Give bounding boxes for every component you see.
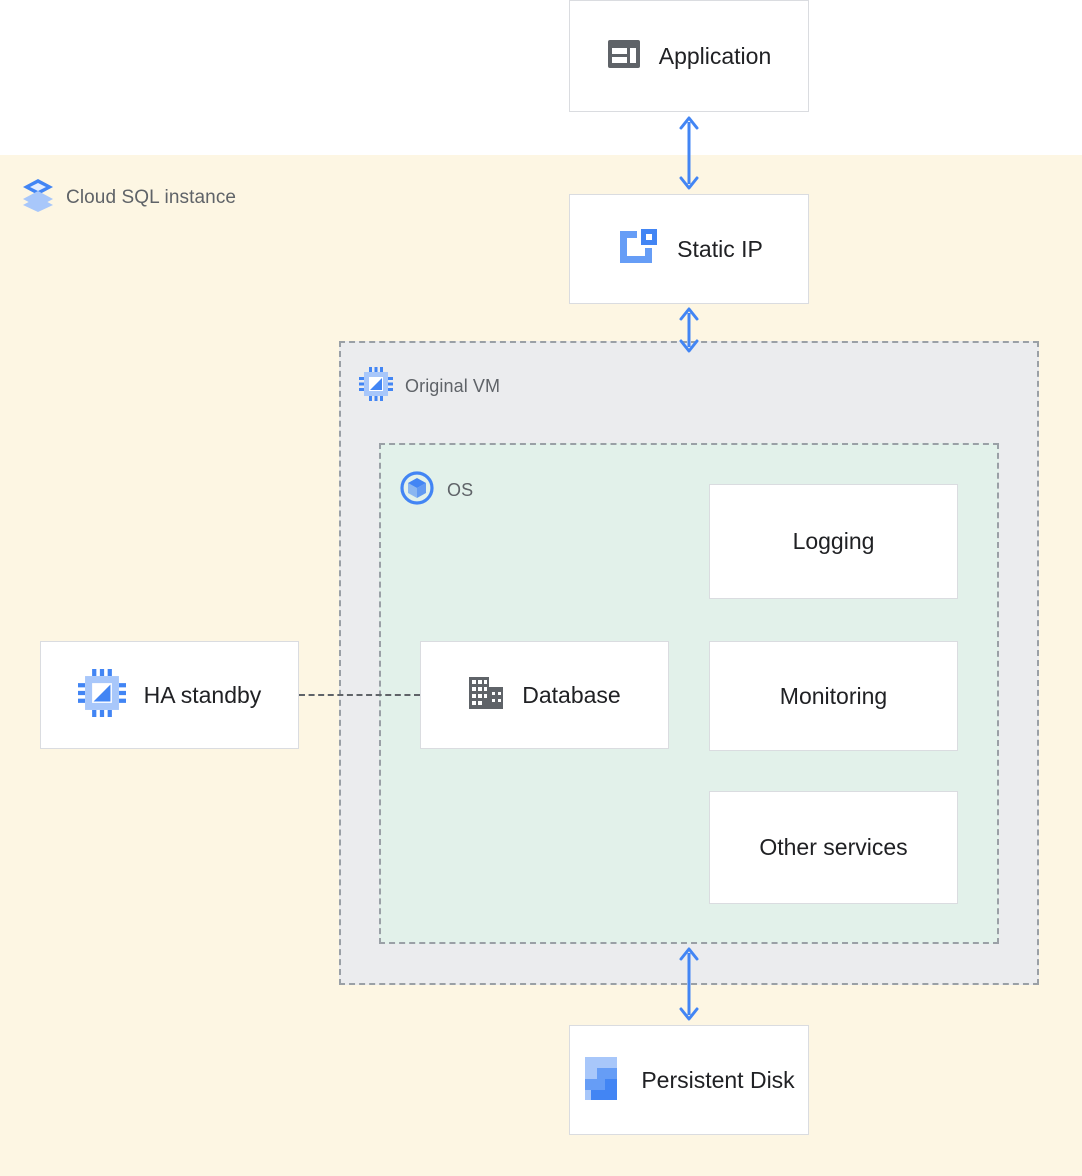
cloud-sql-stack-icon	[22, 178, 54, 217]
os-circle-cube-icon	[399, 470, 435, 511]
logging-label: Logging	[792, 528, 875, 555]
node-application[interactable]: Application	[569, 0, 809, 112]
original-vm-label-group: Original VM	[359, 367, 500, 406]
node-static-ip[interactable]: Static IP	[569, 194, 809, 304]
connector-static-ip-to-original-vm	[669, 304, 709, 356]
connector-original-vm-to-persistent-disk	[669, 943, 709, 1025]
node-database[interactable]: Database	[420, 641, 669, 749]
cloud-sql-instance-label: Cloud SQL instance	[66, 186, 237, 208]
connector-ha-standby-to-database	[299, 694, 420, 696]
other-services-label: Other services	[759, 834, 908, 861]
application-label: Application	[658, 42, 772, 69]
cloud-sql-instance-label-group: Cloud SQL instance	[22, 178, 236, 217]
database-label: Database	[522, 681, 621, 708]
node-monitoring[interactable]: Monitoring	[709, 641, 958, 751]
persistent-disk-icon	[583, 1055, 623, 1106]
database-building-icon	[468, 676, 504, 715]
os-label: OS	[447, 480, 474, 500]
connector-application-to-static-ip	[669, 112, 709, 194]
monitoring-label: Monitoring	[779, 682, 888, 709]
original-vm-label: Original VM	[405, 376, 501, 396]
node-persistent-disk[interactable]: Persistent Disk	[569, 1025, 809, 1135]
persistent-disk-label: Persistent Disk	[641, 1066, 795, 1093]
cpu-chip-icon	[359, 367, 393, 406]
os-label-group: OS	[399, 470, 473, 511]
application-window-icon	[607, 39, 641, 74]
ha-standby-label: HA standby	[143, 681, 262, 708]
node-other-services[interactable]: Other services	[709, 791, 958, 904]
static-ip-icon	[615, 226, 659, 273]
static-ip-label: Static IP	[677, 235, 763, 262]
cpu-chip-icon	[77, 668, 126, 722]
node-ha-standby[interactable]: HA standby	[40, 641, 299, 749]
node-logging[interactable]: Logging	[709, 484, 958, 599]
